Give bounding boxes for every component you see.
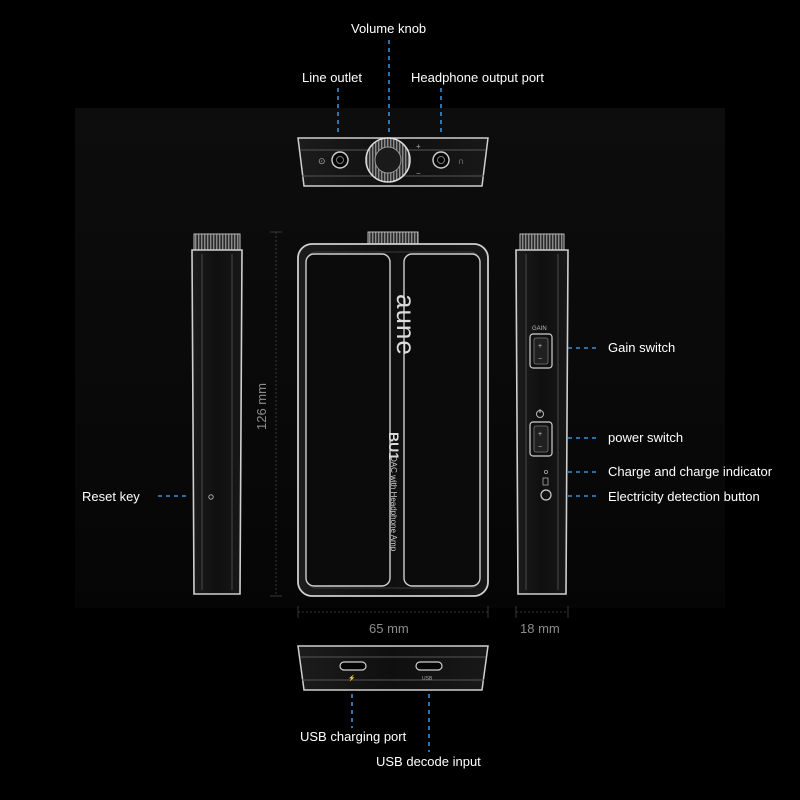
line-outlet-label: Line outlet (302, 70, 362, 85)
knob-minus: − (416, 169, 421, 178)
usb-charging-port (339, 661, 367, 671)
reset-key-hole (208, 494, 214, 500)
usb-decode-input-label: USB decode input (376, 754, 481, 769)
volume-knob-cap (374, 146, 402, 174)
reset-key-label: Reset key (82, 489, 140, 504)
headphone-jack (432, 151, 450, 169)
charge-indicator-label: Charge and charge indicator (608, 464, 773, 479)
usb-charging-port-label: USB charging port (300, 729, 407, 744)
left-side-view (191, 233, 243, 595)
right-window (403, 253, 481, 587)
line-out-jack-inner (336, 156, 344, 164)
brand-logo: aune (391, 294, 421, 356)
electricity-detection-button-label: Electricity detection button (608, 489, 760, 504)
callout-leaders (158, 40, 600, 752)
front-view: aune BU1 DAC with Headphone Amp (297, 231, 489, 597)
width-dimension: 65 mm (369, 621, 409, 636)
left-window (305, 253, 391, 587)
gain-switch-label: Gain switch (608, 340, 676, 355)
svg-text:+: + (538, 343, 542, 350)
svg-text:−: − (538, 444, 542, 451)
dimension-lines (270, 231, 569, 618)
model-name: BU1 (386, 432, 402, 460)
svg-text:+: + (538, 431, 542, 438)
line-out-jack (331, 151, 349, 169)
electricity-detection-button (540, 489, 552, 501)
gain-label: GAIN (532, 326, 547, 332)
volume-knob-label: Volume knob (351, 21, 427, 36)
headphone-jack-inner (437, 156, 445, 164)
usb-decode-port (415, 661, 443, 671)
charging-icon: ⚡ (348, 674, 355, 682)
battery-icon (542, 477, 549, 486)
line-out-icon: ⊙ (318, 156, 326, 166)
model-subtitle: DAC with Headphone Amp (389, 456, 398, 552)
bottom-view: ⚡ USB (297, 645, 489, 691)
svg-text:−: − (538, 356, 542, 363)
depth-dimension: 18 mm (520, 621, 560, 636)
top-view: ⊙ + − ∩ (297, 137, 489, 187)
headphone-icon: ∩ (458, 156, 464, 166)
charge-indicator-led (544, 469, 549, 474)
power-switch-label: power switch (608, 430, 684, 445)
headphone-output-port-label: Headphone output port (411, 70, 544, 85)
right-side-view: GAIN + − + − (515, 233, 569, 595)
knob-plus: + (416, 142, 421, 151)
usb-port-label: USB (422, 676, 433, 682)
height-dimension: 126 mm (254, 383, 269, 430)
